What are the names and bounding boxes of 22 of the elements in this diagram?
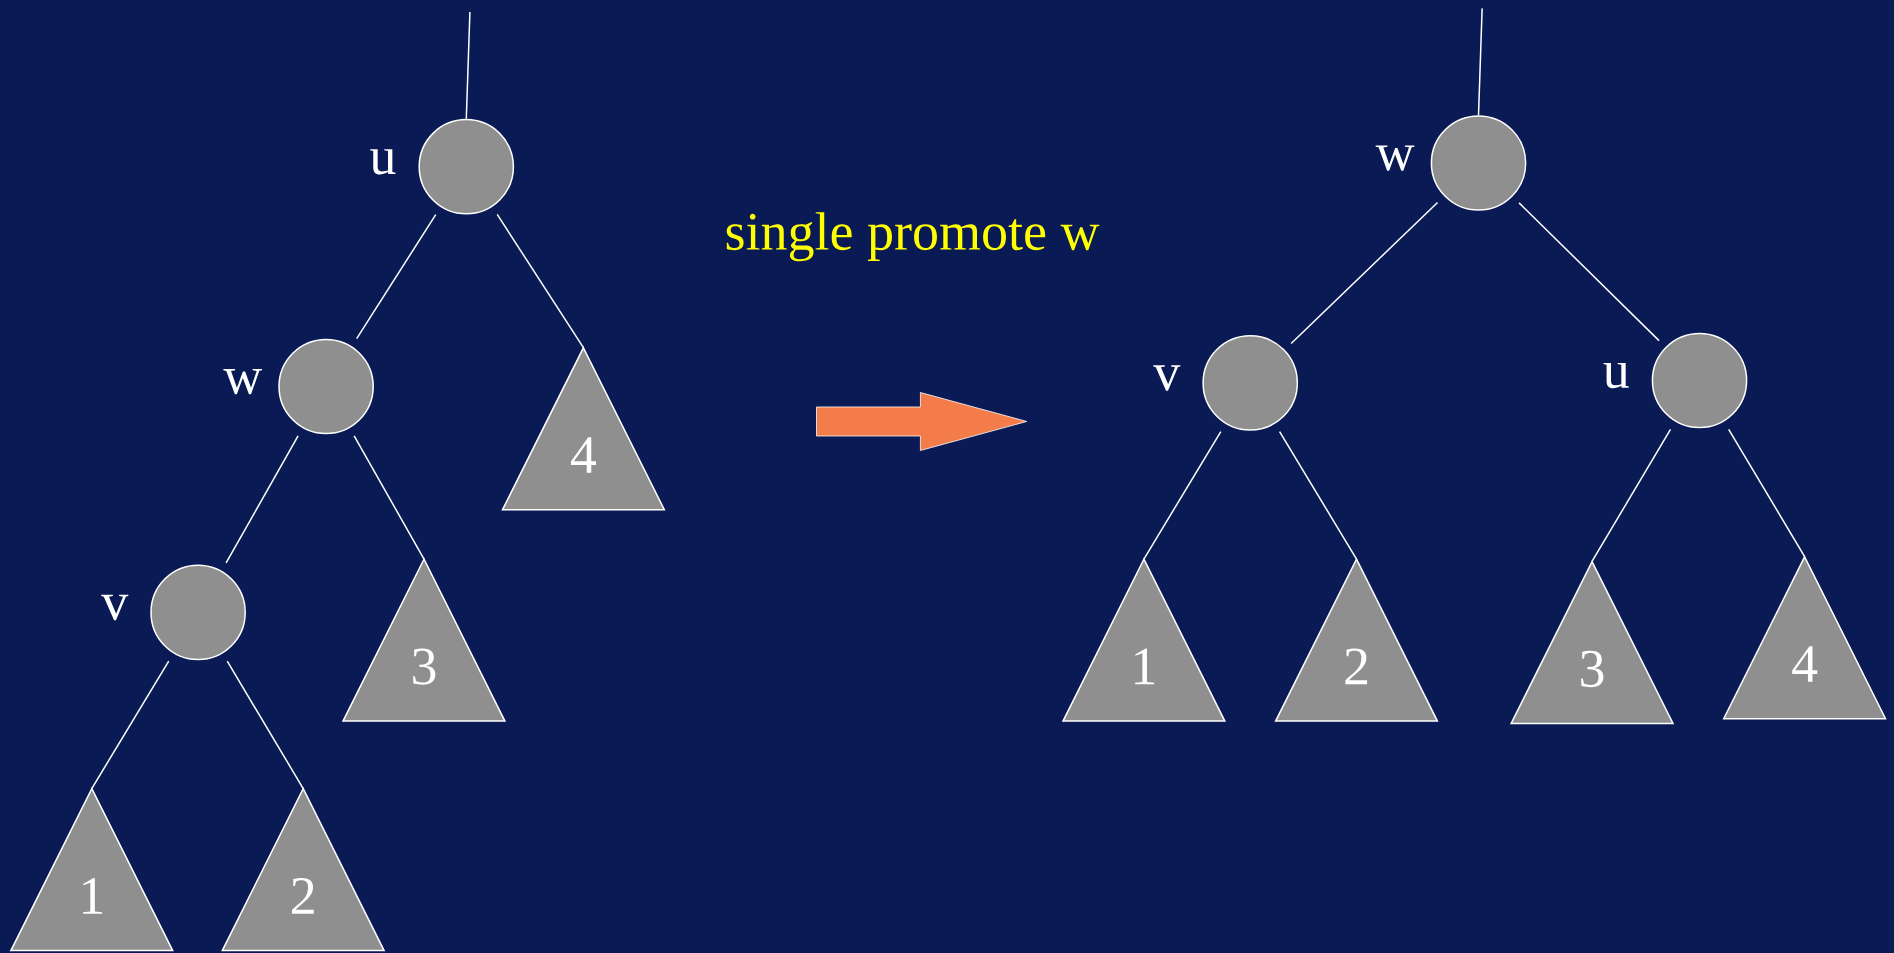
tree-edge	[226, 660, 304, 790]
node-label: u	[370, 149, 396, 175]
tree-edge	[1591, 428, 1672, 563]
tree-edge	[465, 11, 471, 120]
node-label: v	[1153, 365, 1181, 391]
tree-edge	[1518, 202, 1660, 342]
node-label: u	[1603, 362, 1629, 389]
subtree-triangle: 2	[221, 787, 386, 952]
tree-edge	[91, 660, 170, 790]
tree-edge	[1143, 430, 1222, 560]
node-label: w	[1375, 145, 1415, 171]
tree-edge	[353, 435, 425, 560]
heading-text: single promote w	[726, 212, 1100, 262]
tree-edge	[1290, 201, 1439, 345]
tree-edge	[1278, 430, 1358, 560]
tree-edge	[1477, 7, 1483, 116]
node-label: w	[223, 369, 263, 395]
tree-edge	[225, 435, 299, 564]
tree-edge	[1727, 428, 1806, 558]
node-label: v	[101, 594, 129, 621]
tree-edge	[355, 213, 437, 340]
tree-edge	[496, 213, 585, 349]
